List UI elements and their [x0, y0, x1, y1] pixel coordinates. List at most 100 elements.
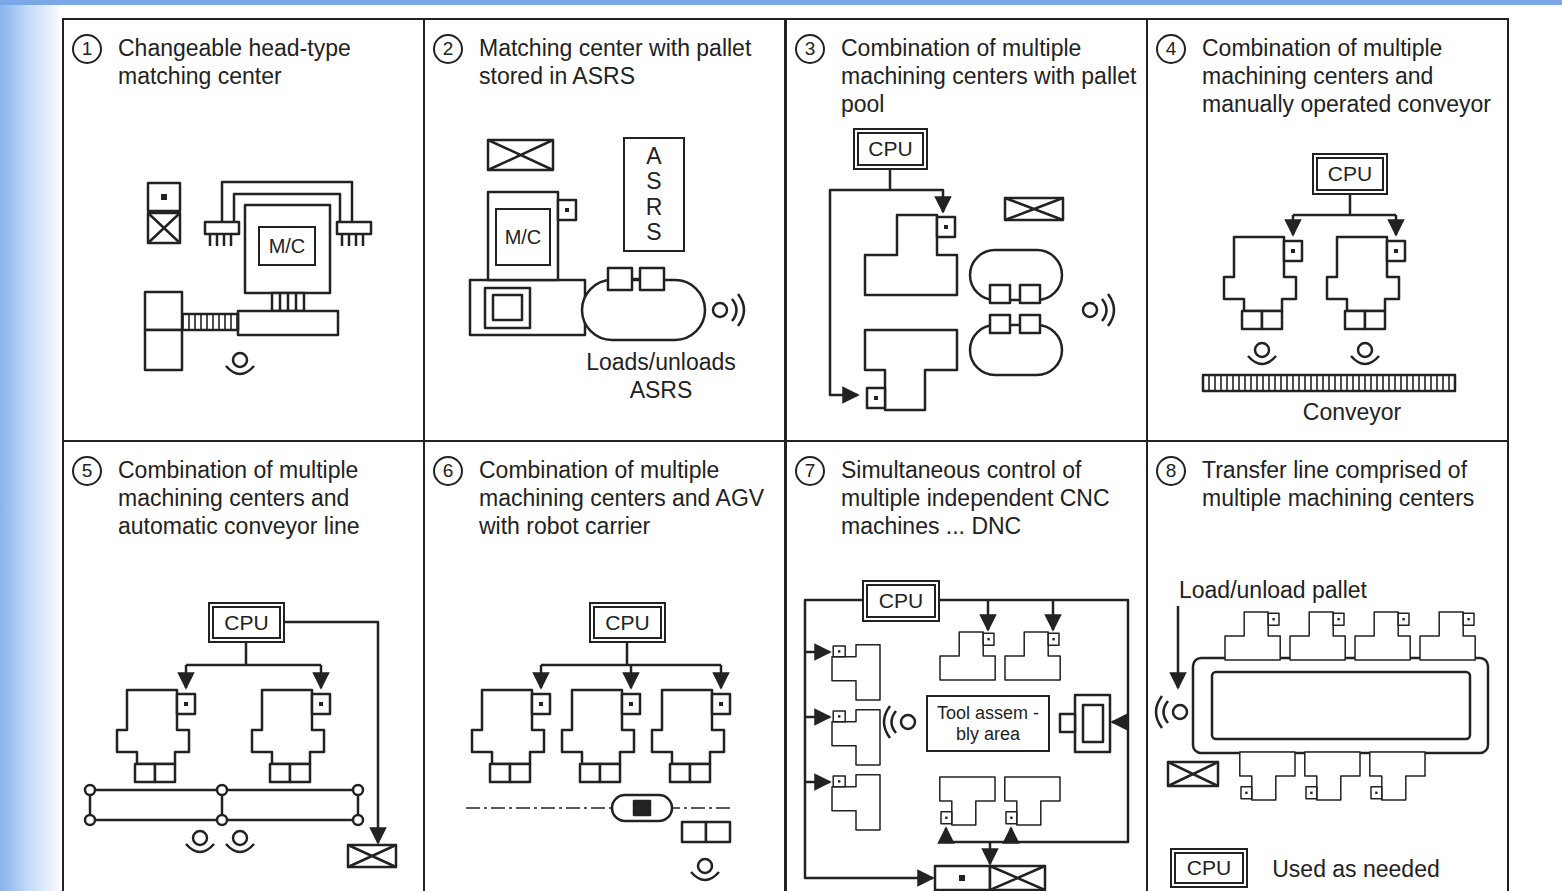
dnc-cell — [989, 842, 992, 864]
manual-conveyor-cell — [1292, 215, 1295, 235]
dnc-cell — [945, 828, 948, 842]
manual-conveyor-cell — [1327, 237, 1405, 329]
transfer-line — [1168, 762, 1218, 786]
cpu-box: CPU — [1312, 153, 1388, 195]
dnc-cell — [990, 866, 1045, 890]
agv-cell — [466, 807, 730, 809]
asrs-box: ASRS — [623, 137, 685, 252]
manual-conveyor-cell — [1248, 343, 1276, 364]
panel-heading: Transfer line comprised of multiple mach… — [1202, 456, 1502, 512]
box-label: ASRS — [643, 144, 666, 245]
cpu-box: CPU — [862, 580, 940, 622]
transfer-line — [1156, 606, 1488, 800]
configuration-panel: 2Matching center with pallet stored in A… — [423, 18, 786, 442]
configuration-panel: 8 Transfer line comprised of multiple mac… — [1146, 440, 1509, 891]
transfer-line — [1290, 612, 1345, 660]
machine-label-box: M/C — [258, 226, 316, 266]
transfer-line — [1156, 696, 1187, 728]
annotation-label: Load/unload pallet — [1158, 576, 1388, 604]
automatic-conveyor-cell — [348, 845, 396, 867]
panel-number: 4 — [1156, 34, 1186, 64]
cpu-box: CPU — [853, 128, 928, 170]
automatic-conveyor-cell — [185, 665, 188, 688]
automatic-conveyor-cell — [353, 815, 363, 825]
asrs-machine — [470, 280, 585, 335]
asrs-machine — [608, 268, 632, 290]
head-change-machine — [205, 222, 239, 234]
head-change-machine — [148, 213, 180, 243]
dnc-cell — [805, 600, 933, 878]
transfer-line — [1290, 612, 1345, 660]
box-label: Tool assem -bly area — [932, 703, 1044, 745]
head-change-machine — [145, 330, 182, 370]
panel-heading: Combination of multiple machining center… — [1202, 34, 1502, 118]
transfer-line — [1240, 752, 1295, 800]
asrs-machine — [558, 200, 576, 220]
agv-cell — [706, 822, 730, 842]
dnc-cell — [884, 706, 915, 738]
automatic-conveyor-cell — [85, 622, 396, 867]
transfer-line — [1156, 696, 1187, 728]
panel-number: 7 — [795, 456, 825, 486]
transfer-line — [1305, 752, 1360, 800]
agv-cell — [682, 822, 706, 842]
panel-number: 5 — [72, 456, 102, 486]
machine-label-box: M/C — [495, 208, 551, 266]
automatic-conveyor-cell — [353, 785, 363, 795]
head-change-machine — [145, 182, 371, 374]
dnc-cell — [1083, 705, 1103, 742]
cpu-label: CPU — [879, 589, 923, 613]
pallet-pool-cell — [1020, 285, 1040, 303]
panel-number: 8 — [1156, 456, 1186, 486]
dnc-cell — [1010, 828, 1013, 842]
dnc-cell — [987, 600, 990, 630]
dnc-cell — [1060, 714, 1075, 732]
pallet-pool-cell — [990, 315, 1010, 333]
pallet-pool-cell — [1020, 315, 1040, 333]
configuration-panel: 5 Combination of multiple machining cente… — [62, 440, 425, 891]
pallet-pool-cell — [990, 285, 1010, 303]
pallet-pool-cell — [865, 330, 957, 410]
pallet-pool-cell — [970, 250, 1062, 300]
head-change-machine — [280, 293, 296, 311]
panel-heading: Combination of multiple machining center… — [118, 456, 418, 540]
dnc-cell — [1005, 777, 1060, 825]
dnc-cell — [940, 632, 995, 680]
cpu-label: CPU — [605, 611, 649, 635]
dnc-cell — [832, 645, 880, 700]
configuration-panel: 4 Combination of multiple machining cente… — [1146, 18, 1509, 442]
agv-cell — [634, 801, 650, 815]
asrs-machine — [488, 192, 558, 280]
panel-number: 3 — [795, 34, 825, 64]
configuration-panel: 3Combination of multiple machining cente… — [785, 18, 1148, 442]
panel-heading: Changeable head-type matching center — [118, 34, 418, 90]
panel-number: 2 — [433, 34, 463, 64]
panel-heading: Combination of multiple machining center… — [479, 456, 779, 540]
agv-cell — [472, 690, 550, 782]
cpu-label: CPU — [1328, 162, 1372, 186]
manual-conveyor-cell — [1293, 195, 1396, 215]
head-change-machine — [148, 183, 180, 211]
automatic-conveyor-cell — [320, 665, 323, 688]
dnc-cell — [805, 651, 830, 654]
manual-conveyor-cell — [1395, 215, 1398, 235]
transfer-line — [1193, 658, 1488, 753]
cpu-box: CPU — [208, 602, 285, 643]
panel-heading: Simultaneous control of multiple indepen… — [841, 456, 1141, 540]
dnc-cell — [805, 600, 1128, 890]
head-change-machine — [272, 293, 304, 311]
asrs-machine — [485, 288, 530, 328]
agv-cell — [562, 690, 640, 782]
agv-cell — [720, 665, 723, 688]
cpu-box: CPU — [1170, 848, 1248, 888]
pallet-pool-cell — [865, 330, 957, 410]
cpu-label: CPU — [868, 137, 912, 161]
box-label: M/C — [505, 226, 542, 249]
pallet-pool-cell — [865, 215, 957, 295]
automatic-conveyor-cell — [226, 831, 254, 852]
dnc-cell — [1005, 632, 1060, 680]
dnc-cell — [990, 866, 1045, 890]
top-band — [0, 0, 1562, 5]
